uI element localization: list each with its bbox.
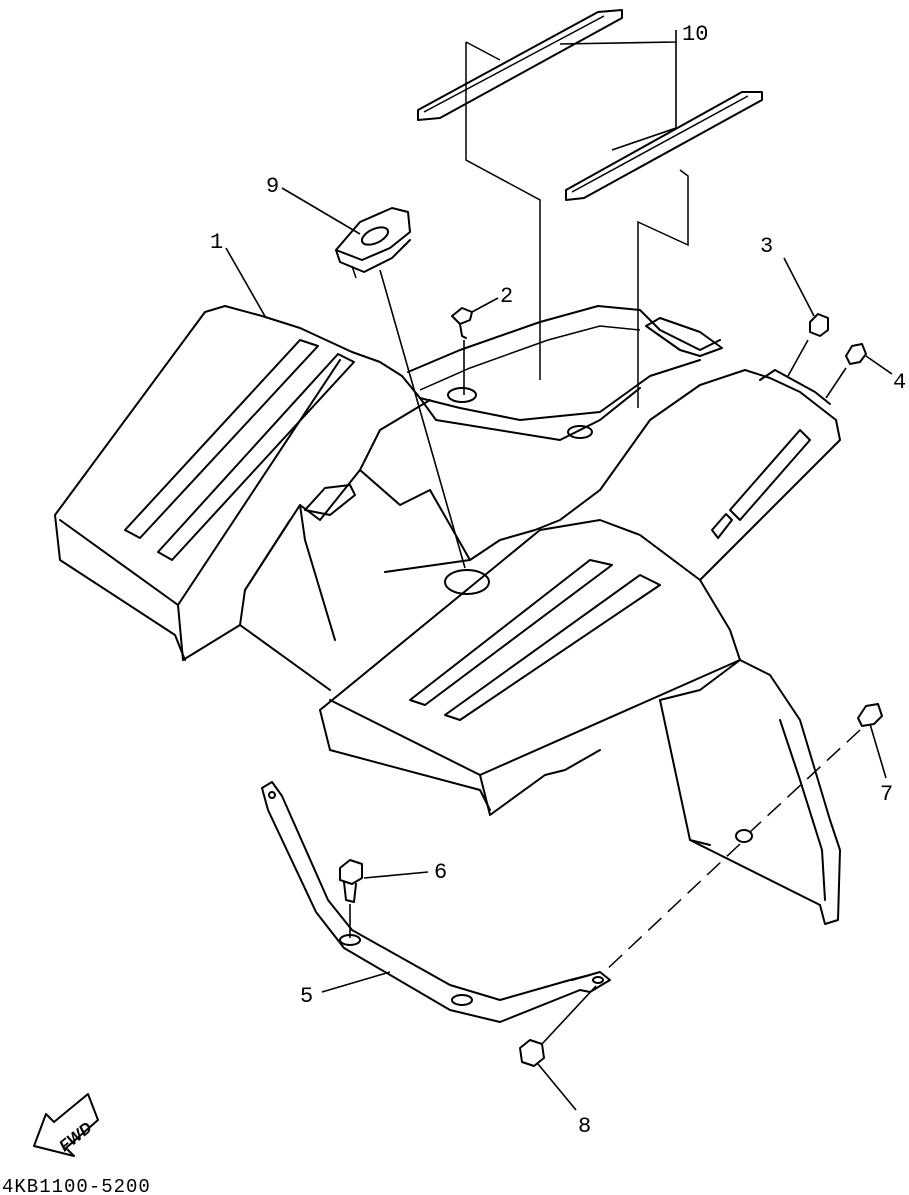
grommet (735, 829, 753, 843)
callout-10: 10 (682, 22, 708, 47)
part-code: 4KB1100-5200 (2, 1176, 151, 1195)
part-7-bolt (857, 703, 883, 727)
part-4-bolt (845, 343, 867, 365)
callout-3: 3 (760, 234, 773, 259)
fwd-arrow: FWD (33, 1093, 99, 1157)
part-6-bolt (339, 859, 363, 903)
part-1-rear-fender (54, 305, 841, 925)
callout-8: 8 (578, 1114, 591, 1139)
callout-2: 2 (500, 284, 513, 309)
part-3-bolt (809, 313, 829, 337)
callout-5: 5 (300, 984, 313, 1009)
part-10-seal-strips (417, 9, 763, 201)
callout-4: 4 (893, 370, 906, 395)
part-8-nut (519, 1039, 545, 1067)
callout-1: 1 (210, 230, 223, 255)
part-2-screw (451, 307, 473, 339)
callout-9: 9 (266, 174, 279, 199)
part-5-stay (261, 781, 611, 1023)
fwd-label: FWD (56, 1119, 96, 1155)
callout-labels: 10 9 1 2 3 4 7 6 5 8 (210, 22, 906, 1139)
callout-7: 7 (880, 782, 893, 807)
leader-lines (225, 30, 893, 1111)
part-9-cap (335, 207, 411, 279)
callout-6: 6 (434, 860, 447, 885)
